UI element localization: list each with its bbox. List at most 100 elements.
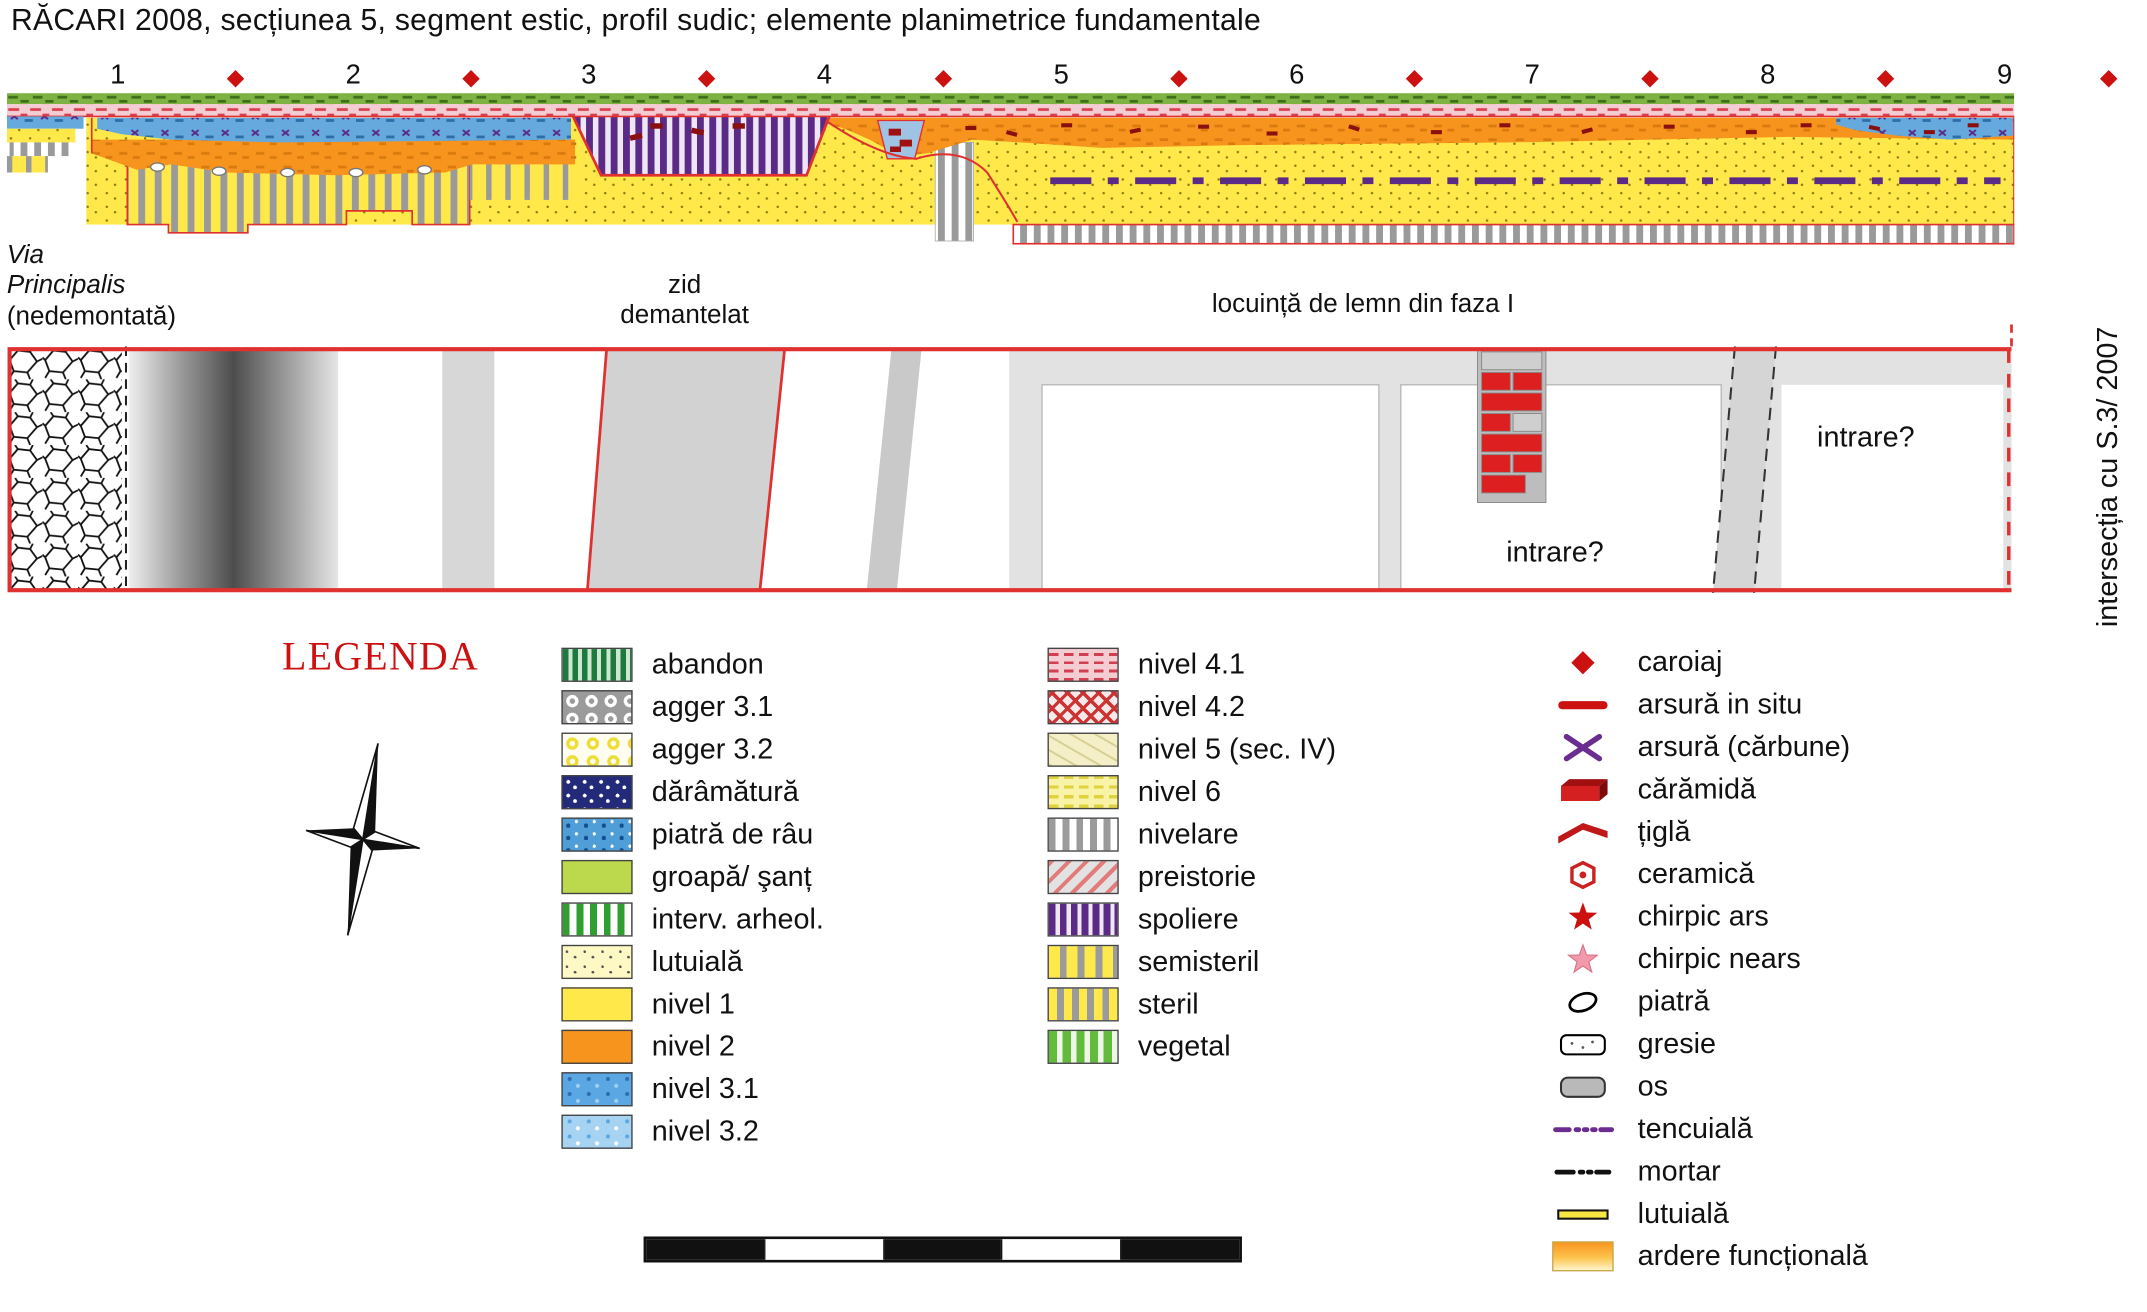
- scale-segment: [763, 1239, 885, 1260]
- legend-label: arsură (cărbune): [1637, 730, 1851, 763]
- legend-item: nivel 4.1: [1047, 644, 1337, 686]
- ruler-number: 5: [1053, 60, 1069, 91]
- intrare-left-label: intrare?: [1506, 536, 1604, 569]
- legend-label: nivel 3.1: [651, 1072, 759, 1105]
- profile-drawing: [6, 93, 2015, 245]
- via-principalis-name: Via Principalis: [6, 240, 126, 301]
- legend-label: abandon: [651, 648, 764, 680]
- legend-item: tencuială: [1547, 1108, 1868, 1150]
- brick-feature: [1476, 348, 1547, 504]
- ardere-icon: [1547, 1239, 1618, 1275]
- legend-column-1: abandon agger 3.1 agger 3.2 dărâmătură piatr…: [561, 644, 824, 1153]
- pit-bricks: [888, 128, 912, 152]
- left-edge-stack: [6, 116, 84, 173]
- legend-item: ceramică: [1547, 853, 1868, 895]
- arsura-insitu-icon: [1547, 687, 1618, 723]
- legend-label: agger 3.2: [651, 733, 774, 765]
- nivel5-swatch: [1047, 732, 1119, 767]
- legend-label: semisteril: [1137, 945, 1260, 977]
- legend-item: spoliere: [1047, 898, 1337, 940]
- zid-demantelat-label: zid demantelat: [620, 271, 750, 331]
- legend-label: interv. arheol.: [651, 903, 824, 935]
- legend-item: chirpic nears: [1547, 938, 1868, 980]
- preistorie-swatch: [1047, 859, 1119, 895]
- caroiaj-diamond-icon: [1405, 70, 1424, 88]
- legend-item: caroiaj: [1547, 641, 1868, 683]
- legend-item: piatră: [1547, 980, 1868, 1022]
- legend-label: dărâmătură: [651, 775, 799, 808]
- gresie-icon: [1547, 1026, 1618, 1062]
- nivel2-left: [91, 139, 576, 176]
- section-connector-dash: [2010, 324, 2013, 347]
- caroiaj-diamond-icon: [1547, 644, 1618, 680]
- plan-drawing: [6, 346, 2015, 593]
- caroiaj-diamond-icon: [1876, 70, 1895, 88]
- nivel41-swatch: [1047, 647, 1119, 682]
- pebbles: [149, 162, 433, 178]
- caroiaj-diamond-icon: [1170, 70, 1188, 88]
- legend-label: agger 3.1: [651, 690, 774, 723]
- legend-item: abandon: [561, 644, 823, 686]
- legend-label: groapă/ şanț: [651, 860, 812, 893]
- legend-item: steril: [1047, 983, 1337, 1025]
- legend-item: vegetal: [1047, 1026, 1337, 1068]
- chirpic-ars-icon: [1547, 899, 1618, 935]
- legend-item: piatră de râu: [561, 813, 823, 855]
- page-title: RĂCARI 2008, secțiunea 5, segment estic,…: [10, 2, 1262, 37]
- legend-item: interv. arheol.: [561, 898, 824, 940]
- legend-item: lutuială: [1547, 1193, 1868, 1235]
- legend-label: nivel 4.2: [1137, 690, 1245, 723]
- legend-label: cărămidă: [1637, 772, 1756, 805]
- legend-item: nivel 3.2: [561, 1111, 823, 1153]
- caramida-icon: [1547, 772, 1618, 808]
- zid-demantelat-zone: [585, 347, 787, 592]
- nivel2-swatch: [561, 1029, 633, 1064]
- caroiaj-diamond-icon: [934, 70, 953, 88]
- legend-label: nivelare: [1137, 818, 1239, 850]
- scale-segment: [646, 1239, 764, 1260]
- legend-label: tencuială: [1637, 1112, 1753, 1145]
- ruler-number: 1: [110, 60, 126, 91]
- nivelare-strip: [1012, 223, 2015, 245]
- legend-item: nivel 6: [1047, 771, 1337, 813]
- steril-swatch: [1047, 987, 1119, 1022]
- narrow-wall-band: [866, 349, 922, 591]
- room-3: [1781, 384, 2004, 591]
- legend-label: vegetal: [1137, 1030, 1231, 1062]
- piatra-icon: [1547, 984, 1618, 1020]
- vegetal-band: [6, 93, 2015, 105]
- legend-item: ardere funcțională: [1547, 1235, 1868, 1277]
- lutuiala-swatch: [561, 944, 633, 980]
- interv-swatch: [561, 902, 633, 937]
- compass-rose-icon: [305, 743, 420, 936]
- ruler-number: 7: [1524, 60, 1540, 91]
- caroiaj-diamond-icon: [697, 70, 716, 88]
- legend-label: nivel 3.2: [651, 1115, 759, 1147]
- nivel1-swatch: [561, 987, 633, 1022]
- legend-label: piatră: [1637, 985, 1710, 1017]
- locuinta-label: locuință de lemn din faza I: [1211, 290, 1515, 320]
- scale-segment: [1001, 1239, 1122, 1260]
- vegetal-swatch: [1047, 1029, 1119, 1064]
- legend-label: preistorie: [1137, 860, 1257, 893]
- wall-band: [442, 349, 495, 591]
- legend-item: nivelare: [1047, 813, 1337, 855]
- chirpic-nears-icon: [1547, 941, 1618, 977]
- agger32-swatch: [561, 732, 633, 767]
- lutuiala-line-icon: [1547, 1196, 1618, 1232]
- semisteril-swatch: [1047, 944, 1119, 980]
- daramatura-swatch: [561, 775, 633, 810]
- legend-label: nivel 6: [1137, 775, 1222, 808]
- legend-label: chirpic nears: [1637, 942, 1801, 975]
- legend-label: nivel 2: [651, 1030, 735, 1062]
- ruler-number: 6: [1289, 60, 1305, 91]
- scale-bar: [643, 1236, 1242, 1263]
- steril-block: [126, 160, 471, 234]
- ceramica-icon: [1547, 856, 1618, 892]
- legend-label: caroiaj: [1637, 645, 1723, 678]
- legend-item: nivel 2: [561, 1026, 823, 1068]
- legend-item: țiglă: [1547, 811, 1868, 853]
- legend-label: nivel 4.1: [1137, 648, 1245, 680]
- brick-specks: [965, 123, 1979, 137]
